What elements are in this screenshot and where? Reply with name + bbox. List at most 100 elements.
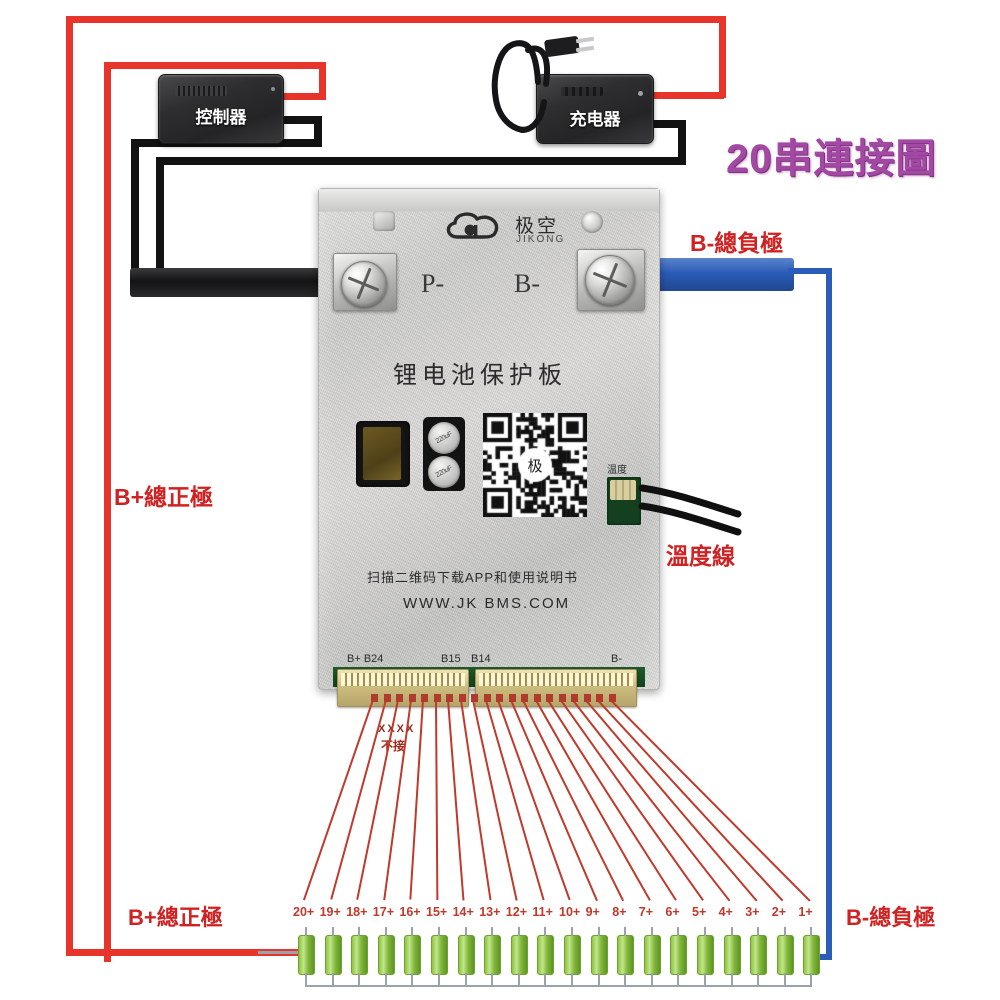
- qr-code-icon: 极: [483, 413, 587, 517]
- cell-number-label: 10+: [559, 905, 581, 919]
- temp-port-connector[interactable]: [607, 477, 641, 525]
- cell-tab-bottom: [757, 973, 760, 987]
- cell-tab-top: [650, 927, 653, 936]
- charger-box[interactable]: 充电器: [536, 74, 654, 144]
- balance-lead-pad: [571, 694, 579, 702]
- balance-lead-pad: [533, 694, 541, 702]
- battery-cell: [564, 935, 581, 975]
- cell-number-label: 4+: [718, 905, 733, 919]
- balance-lead-wire: [610, 700, 811, 902]
- battery-cell: [431, 935, 448, 975]
- cell-tab-top: [331, 927, 334, 936]
- cell-series-link: [624, 985, 651, 987]
- red-wire-ctrl-branch-h: [104, 62, 326, 69]
- cell-series-link: [438, 985, 465, 987]
- cell-tab-bottom: [544, 973, 547, 987]
- cell-tab-top: [305, 927, 307, 936]
- cell-tab-bottom: [358, 973, 361, 987]
- black-wire-ctrl-left: [131, 139, 139, 284]
- cell-tab-top: [384, 927, 387, 936]
- balance-lead-pad: [471, 694, 479, 702]
- label-b-plus-bottom: B+總正極: [128, 905, 223, 930]
- balance-lead-pad: [421, 694, 429, 702]
- board-hex-nut-left: [373, 211, 395, 231]
- cell-tab-top: [438, 927, 440, 936]
- diagram-title: 20串連接圖: [726, 137, 937, 181]
- cell-tab-bottom: [438, 973, 440, 987]
- cell-series-link: [757, 985, 784, 987]
- cell-number-label: 7+: [638, 905, 654, 919]
- cell-tab-top: [571, 927, 573, 936]
- blue-thick-cable-b-minus: [648, 258, 794, 291]
- red-wire-charger-lead: [644, 92, 724, 99]
- board-hole-right: [581, 211, 603, 233]
- terminal-p-minus-screw[interactable]: [341, 261, 387, 307]
- cell-number-label: 19+: [319, 905, 341, 919]
- temp-port-label: 温度: [607, 465, 627, 476]
- balance-lead-wire: [435, 700, 438, 901]
- cell-tab-bottom: [597, 973, 600, 987]
- charger-led-icon: [638, 91, 643, 96]
- red-wire-charger-top: [660, 16, 726, 23]
- brand-name-en: JIKONG: [516, 234, 566, 245]
- cell-tab-bottom: [730, 973, 733, 987]
- charger-label: 充电器: [569, 110, 621, 129]
- cell-series-link: [650, 985, 678, 987]
- cell-tab-bottom: [810, 973, 813, 987]
- balance-lead-pad: [521, 694, 529, 702]
- battery-cell: [670, 935, 688, 975]
- balance-lead-pad: [496, 694, 504, 702]
- battery-cell: [377, 935, 395, 975]
- label-temp-wire: 溫度線: [666, 543, 735, 569]
- battery-cell: [298, 935, 315, 975]
- cell-tab-top: [544, 927, 547, 936]
- black-wire-charger-left: [156, 157, 164, 284]
- cell-series-link: [517, 985, 545, 987]
- label-p-minus: P-: [421, 269, 445, 298]
- red-wire-inner-left: [104, 62, 111, 962]
- cell-series-link: [491, 985, 518, 987]
- cell-tab-bottom: [517, 973, 520, 987]
- battery-cell: [404, 935, 422, 975]
- battery-cell: [750, 935, 768, 975]
- balance-lead-pad: [396, 694, 404, 702]
- battery-cell: [457, 935, 475, 975]
- capacitor-block-icon: 220uF 220uF: [423, 417, 465, 491]
- capacitor-2-icon: 220uF: [428, 456, 460, 488]
- cell-number-label: 17+: [372, 905, 395, 919]
- charger-brand-plate-icon: [561, 87, 603, 96]
- cell-number-label: 3+: [745, 905, 760, 919]
- controller-led-icon: [271, 87, 275, 91]
- terminal-b-minus-screw[interactable]: [585, 255, 635, 305]
- balance-lead-pad: [458, 694, 466, 702]
- battery-cell: [803, 935, 821, 975]
- controller-box[interactable]: 控制器: [158, 74, 284, 144]
- board-top-edge: [319, 189, 659, 212]
- cell-tab-top: [730, 927, 733, 936]
- charger-ac-cable-icon: [491, 40, 550, 133]
- cell-tab-bottom: [571, 973, 573, 987]
- cell-tab-top: [517, 927, 520, 936]
- black-wire-charger-out: [640, 120, 686, 128]
- cell-number-label: 16+: [399, 905, 421, 919]
- controller-vent-icon: [175, 86, 227, 96]
- cell-tab-bottom: [464, 973, 467, 987]
- cell-tab-bottom: [677, 973, 680, 987]
- cell-tab-top: [704, 927, 706, 936]
- cell-series-link: [730, 985, 758, 987]
- battery-cell: [776, 935, 794, 975]
- cell-tab-bottom: [384, 973, 387, 987]
- cell-number-label: 18+: [346, 905, 368, 919]
- connector-label-right: B-: [611, 653, 622, 665]
- black-thick-cable-to-p-minus: [130, 268, 340, 297]
- battery-cell: [590, 935, 608, 975]
- brand-name-cn: 极空: [515, 216, 560, 237]
- red-wire-bottom-tail: [258, 951, 310, 954]
- cell-series-link: [411, 985, 438, 987]
- cell-series-link: [358, 985, 385, 987]
- battery-cell: [617, 935, 635, 975]
- balance-lead-wire: [447, 700, 465, 901]
- balance-lead-pad: [609, 694, 616, 702]
- cell-series-link: [597, 985, 625, 987]
- balance-lead-wire: [460, 700, 492, 901]
